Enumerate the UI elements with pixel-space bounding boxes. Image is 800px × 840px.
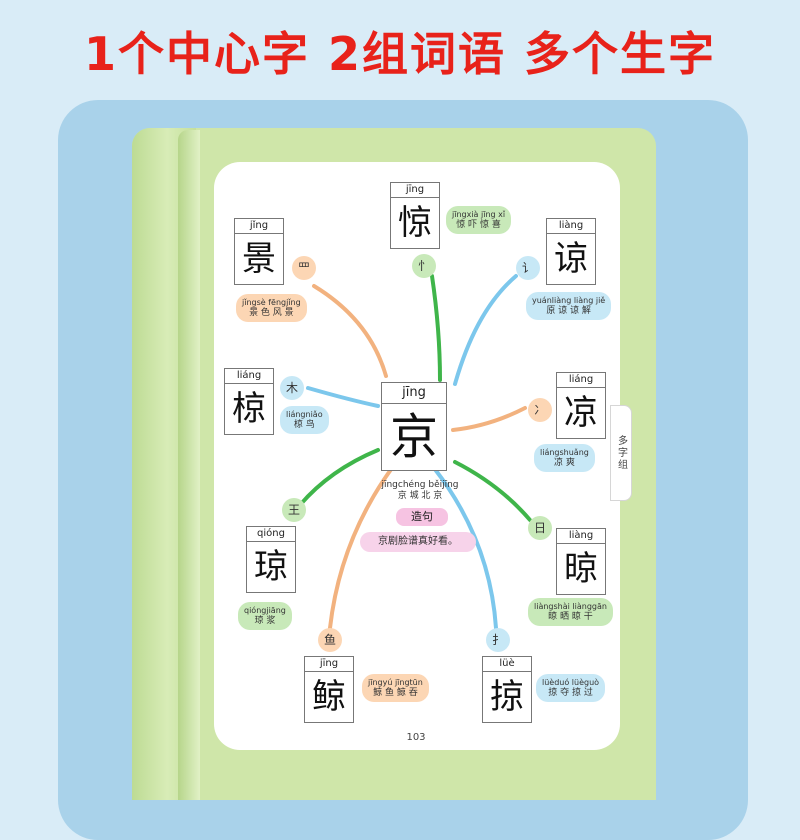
- line-jing-shock: [430, 274, 442, 382]
- line-cool: [451, 406, 527, 432]
- word-pill: lüèduó lüèguò 掠 夺 掠 过: [536, 674, 606, 702]
- word-pill: jīngxià jīng xǐ 惊 吓 惊 喜: [446, 206, 512, 234]
- radical-badge: 鱼: [318, 628, 342, 652]
- radical-badge: 罒: [292, 256, 316, 280]
- char-glyph: 惊: [390, 197, 440, 249]
- char-glyph: 凉: [556, 387, 606, 439]
- char-pinyin: liáng: [556, 372, 606, 387]
- char-glyph: 琼: [246, 541, 296, 593]
- char-pinyin: qióng: [246, 526, 296, 541]
- char-glyph: 谅: [546, 233, 596, 285]
- word-pill: qióngjiāng 琼 浆: [238, 602, 292, 630]
- word-hanzi: 景 色 风 景: [249, 308, 294, 318]
- radical-badge: 王: [282, 498, 306, 522]
- char-glyph: 椋: [224, 383, 274, 435]
- word-pinyin: jǐngsè fēngjǐng: [242, 298, 301, 307]
- radical-badge: 扌: [486, 628, 510, 652]
- char-pinyin: liáng: [224, 368, 274, 383]
- char-box: jīng 鲸: [304, 656, 354, 723]
- radical-badge: 木: [280, 376, 304, 400]
- word-hanzi: 原 谅 谅 解: [546, 306, 591, 316]
- word-pinyin: lüèduó lüèguò: [542, 678, 600, 687]
- char-box: lüè 掠: [482, 656, 532, 723]
- radical-badge: 日: [528, 516, 552, 540]
- radical-badge: 讠: [516, 256, 540, 280]
- word-pill: jǐngsè fēngjǐng 景 色 风 景: [236, 294, 307, 322]
- center-pinyin: jīng: [381, 382, 447, 403]
- char-box: qióng 琼: [246, 526, 296, 593]
- page-number: 103: [406, 732, 426, 743]
- char-box: liàng 谅: [546, 218, 596, 285]
- center-words-pinyin: jīngchéng běijīng: [381, 480, 459, 490]
- center-words-hanzi: 京 城 北 京: [397, 491, 443, 501]
- center-char: 京: [381, 403, 447, 471]
- char-pinyin: liàng: [556, 528, 606, 543]
- word-pinyin: liángniǎo: [286, 410, 323, 419]
- char-pinyin: liàng: [546, 218, 596, 233]
- line-starling: [306, 386, 380, 408]
- char-pinyin: jǐng: [234, 218, 284, 233]
- word-pinyin: liàngshài liànggān: [534, 602, 607, 611]
- char-box: liàng 晾: [556, 528, 606, 595]
- word-pill: liángniǎo 椋 鸟: [280, 406, 329, 434]
- sentence-label: 造句: [396, 508, 448, 526]
- line-plunder: [432, 466, 498, 630]
- char-box: jǐng 景: [234, 218, 284, 285]
- word-hanzi: 琼 浆: [254, 616, 276, 626]
- connector-lines: [298, 274, 532, 630]
- word-pill: yuánliàng liàng jiě 原 谅 谅 解: [526, 292, 612, 320]
- word-pinyin: qióngjiāng: [244, 606, 286, 615]
- word-pinyin: yuánliàng liàng jiě: [532, 296, 606, 305]
- radical-badge: 忄: [412, 254, 436, 278]
- side-tab[interactable]: 多字组: [610, 405, 632, 501]
- char-box: jīng 惊: [390, 182, 440, 249]
- char-glyph: 鲸: [304, 671, 354, 723]
- char-pinyin: lüè: [482, 656, 532, 671]
- line-scenery: [312, 284, 388, 378]
- word-hanzi: 掠 夺 掠 过: [548, 688, 593, 698]
- char-glyph: 掠: [482, 671, 532, 723]
- word-pill: liàngshài liànggān 晾 晒 晾 干: [528, 598, 613, 626]
- char-box: liáng 椋: [224, 368, 274, 435]
- char-glyph: 景: [234, 233, 284, 285]
- center-words: jīngchéng běijīng 京 城 北 京: [360, 480, 480, 502]
- char-box: liáng 凉: [556, 372, 606, 439]
- word-pinyin: jīngyú jīngtūn: [368, 678, 423, 687]
- radical-badge: 冫: [528, 398, 552, 422]
- line-jade: [298, 448, 380, 507]
- word-pill: jīngyú jīngtūn 鲸 鱼 鲸 吞: [362, 674, 429, 702]
- line-dry: [453, 460, 532, 522]
- char-pinyin: jīng: [390, 182, 440, 197]
- book-fold: [178, 130, 200, 800]
- center-char-box: jīng 京: [381, 382, 447, 471]
- word-pinyin: liángshuǎng: [540, 448, 589, 457]
- word-pill: liángshuǎng 凉 爽: [534, 444, 595, 472]
- char-pinyin: jīng: [304, 656, 354, 671]
- word-hanzi: 椋 鸟: [293, 420, 315, 430]
- line-whale: [328, 466, 394, 630]
- headline-title: 1个中心字 2组词语 多个生字: [83, 27, 717, 81]
- side-tab-label: 多字组: [615, 435, 627, 471]
- example-sentence: 京剧脸谱真好看。: [360, 532, 476, 552]
- word-hanzi: 晾 晒 晾 干: [548, 612, 593, 622]
- word-hanzi: 惊 吓 惊 喜: [456, 220, 501, 230]
- char-glyph: 晾: [556, 543, 606, 595]
- line-forgive: [453, 274, 518, 386]
- word-pinyin: jīngxià jīng xǐ: [452, 210, 506, 219]
- word-hanzi: 凉 爽: [553, 458, 575, 468]
- word-hanzi: 鲸 鱼 鲸 吞: [373, 688, 418, 698]
